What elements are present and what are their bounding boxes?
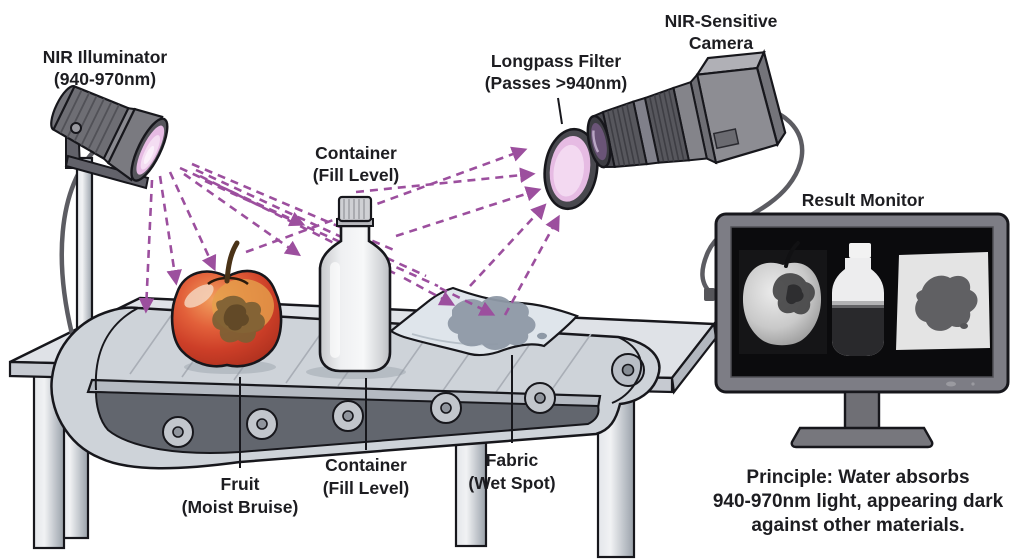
ray-to-belt bbox=[138, 179, 155, 314]
leader-lines bbox=[239, 97, 563, 468]
nir-camera bbox=[586, 48, 805, 296]
roller bbox=[246, 408, 278, 440]
nir-view-apple-bruise bbox=[739, 241, 827, 354]
label-fruit-line1: Fruit bbox=[221, 474, 260, 494]
ray-bottle-to-filter bbox=[355, 167, 536, 194]
apple-bruise-core bbox=[223, 304, 249, 331]
camera-cable bbox=[700, 105, 805, 296]
camera-body-group bbox=[586, 48, 787, 169]
apple-stem bbox=[224, 240, 240, 284]
roller bbox=[162, 416, 194, 448]
label-camera-line2: Camera bbox=[689, 33, 753, 53]
belt-end-drum bbox=[611, 353, 645, 387]
label-fabric-line2: (Wet Spot) bbox=[468, 473, 555, 493]
nir-illuminator-lamp bbox=[50, 85, 169, 190]
apple-with-bruise bbox=[170, 240, 283, 368]
monitor-cable-plug bbox=[704, 288, 715, 301]
belt-rollers bbox=[162, 353, 645, 448]
labels: NIR Illuminator (940-970nm) Container (F… bbox=[43, 11, 1004, 536]
bottle-cap bbox=[337, 195, 373, 223]
lens-glass-highlight bbox=[592, 130, 600, 153]
nir-view-fabric-wet-spot bbox=[896, 252, 990, 350]
roller bbox=[430, 392, 462, 424]
principle-text-line2: 940-970nm light, appearing dark bbox=[713, 491, 1004, 512]
plastic-bottle bbox=[318, 195, 392, 373]
lens-glass bbox=[591, 122, 607, 161]
label-illuminator-line2: (940-970nm) bbox=[54, 69, 156, 89]
monitor-power-button bbox=[946, 381, 956, 387]
ray-onto-fabric-b bbox=[439, 286, 496, 316]
ray-to-fabric-4 bbox=[204, 179, 439, 288]
ray-bottle2-to-filter bbox=[395, 186, 542, 238]
label-container-bottom-line1: Container bbox=[325, 455, 407, 475]
label-filter-line2: (Passes >940nm) bbox=[485, 73, 628, 93]
label-filter-line1: Longpass Filter bbox=[491, 51, 621, 71]
label-fabric-line1: Fabric bbox=[486, 450, 539, 470]
lamp-head bbox=[50, 85, 169, 182]
label-illuminator-line1: NIR Illuminator bbox=[43, 47, 168, 67]
nir-view-bottle-fill-level bbox=[832, 243, 884, 356]
monitor-neck bbox=[843, 390, 881, 432]
belt-right-wrap-line bbox=[611, 336, 643, 404]
result-monitor bbox=[704, 212, 1010, 449]
belt-left-wrap-line bbox=[94, 307, 139, 391]
principle-text-line1: Principle: Water absorbs bbox=[746, 467, 969, 488]
ray-apple-to-filter bbox=[245, 146, 528, 254]
ray-fabric2-to-filter bbox=[503, 214, 560, 316]
lamp-pivot-screw bbox=[70, 122, 82, 134]
apple-highlight bbox=[184, 284, 214, 308]
principle-text-line3: against other materials. bbox=[751, 515, 964, 536]
ray-onto-fabric-a bbox=[403, 276, 456, 306]
nir-reflected-rays bbox=[355, 167, 560, 316]
ray-to-apple-top bbox=[168, 171, 217, 272]
fabric-wet-spot bbox=[447, 296, 536, 350]
ray-to-apple-left bbox=[158, 175, 182, 286]
fabric-wet-droplet bbox=[537, 332, 547, 340]
filter-glass-center bbox=[553, 144, 585, 197]
label-result-monitor: Result Monitor bbox=[802, 190, 925, 210]
label-camera-line1: NIR-Sensitive bbox=[665, 11, 778, 31]
fabric-with-wet-spot bbox=[389, 286, 579, 357]
bottle-highlight bbox=[330, 262, 340, 358]
ray-fabric-to-filter bbox=[469, 203, 547, 287]
monitor-power-led bbox=[971, 382, 975, 386]
camera-mount-notch bbox=[712, 128, 740, 150]
monitor-base bbox=[790, 426, 934, 449]
label-fruit-line2: (Moist Bruise) bbox=[182, 497, 299, 517]
lamp-bracket-base bbox=[64, 154, 150, 190]
filter-leader-line bbox=[557, 97, 563, 125]
label-container-bottom-line2: (Fill Level) bbox=[323, 478, 410, 498]
roller bbox=[524, 382, 556, 414]
label-container-top-line1: Container bbox=[315, 143, 397, 163]
label-container-top-line2: (Fill Level) bbox=[313, 165, 400, 185]
roller bbox=[332, 400, 364, 432]
longpass-filter bbox=[543, 127, 599, 211]
